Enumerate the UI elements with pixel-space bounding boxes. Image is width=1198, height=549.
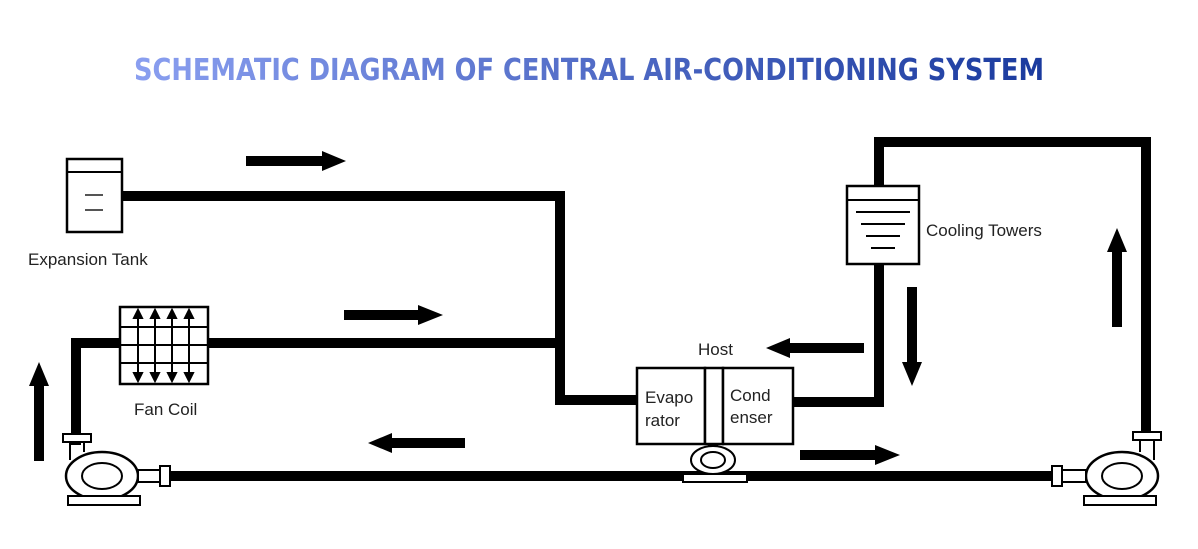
pipe-expansion-line — [117, 191, 645, 405]
expansion-tank-label: Expansion Tank — [28, 250, 148, 269]
host-chiller: Evapo rator Cond enser — [635, 366, 795, 446]
pipe-tower-loop — [874, 137, 1151, 441]
fan-coil-icon — [118, 305, 210, 386]
condenser-label-1: Cond — [730, 386, 771, 405]
pipe-left-riser — [71, 338, 125, 445]
centrifugal-pump-icon — [62, 433, 171, 506]
cooling-towers-label: Cooling Towers — [926, 221, 1042, 240]
fan-coil-label: Fan Coil — [134, 400, 197, 419]
centrifugal-pump-icon — [1051, 431, 1162, 506]
cooling-tower-icon — [845, 184, 921, 266]
host-divider — [703, 366, 725, 446]
host-pump-icon — [682, 445, 748, 483]
diagram-title: SCHEMATIC DIAGRAM OF CENTRAL AIR-CONDITI… — [134, 53, 1044, 88]
flow-arrows — [29, 151, 1127, 465]
flow-arrow-icon — [800, 445, 900, 465]
condenser-label-2: enser — [730, 408, 773, 427]
flow-arrow-icon — [344, 305, 443, 325]
flow-arrow-icon — [1107, 228, 1127, 327]
flow-arrow-icon — [246, 151, 346, 171]
flow-arrow-icon — [29, 362, 49, 461]
flow-arrow-icon — [368, 433, 465, 453]
pipe-network — [71, 137, 1151, 481]
condenser-box — [721, 366, 795, 446]
flow-arrow-icon — [766, 338, 864, 358]
flow-arrow-icon — [902, 287, 922, 386]
evaporator-label-1: Evapo — [645, 388, 693, 407]
evaporator-label-2: rator — [645, 411, 680, 430]
expansion-tank-icon — [65, 157, 124, 234]
host-label: Host — [698, 340, 733, 359]
pipe-condenser-to-tower — [788, 260, 884, 407]
